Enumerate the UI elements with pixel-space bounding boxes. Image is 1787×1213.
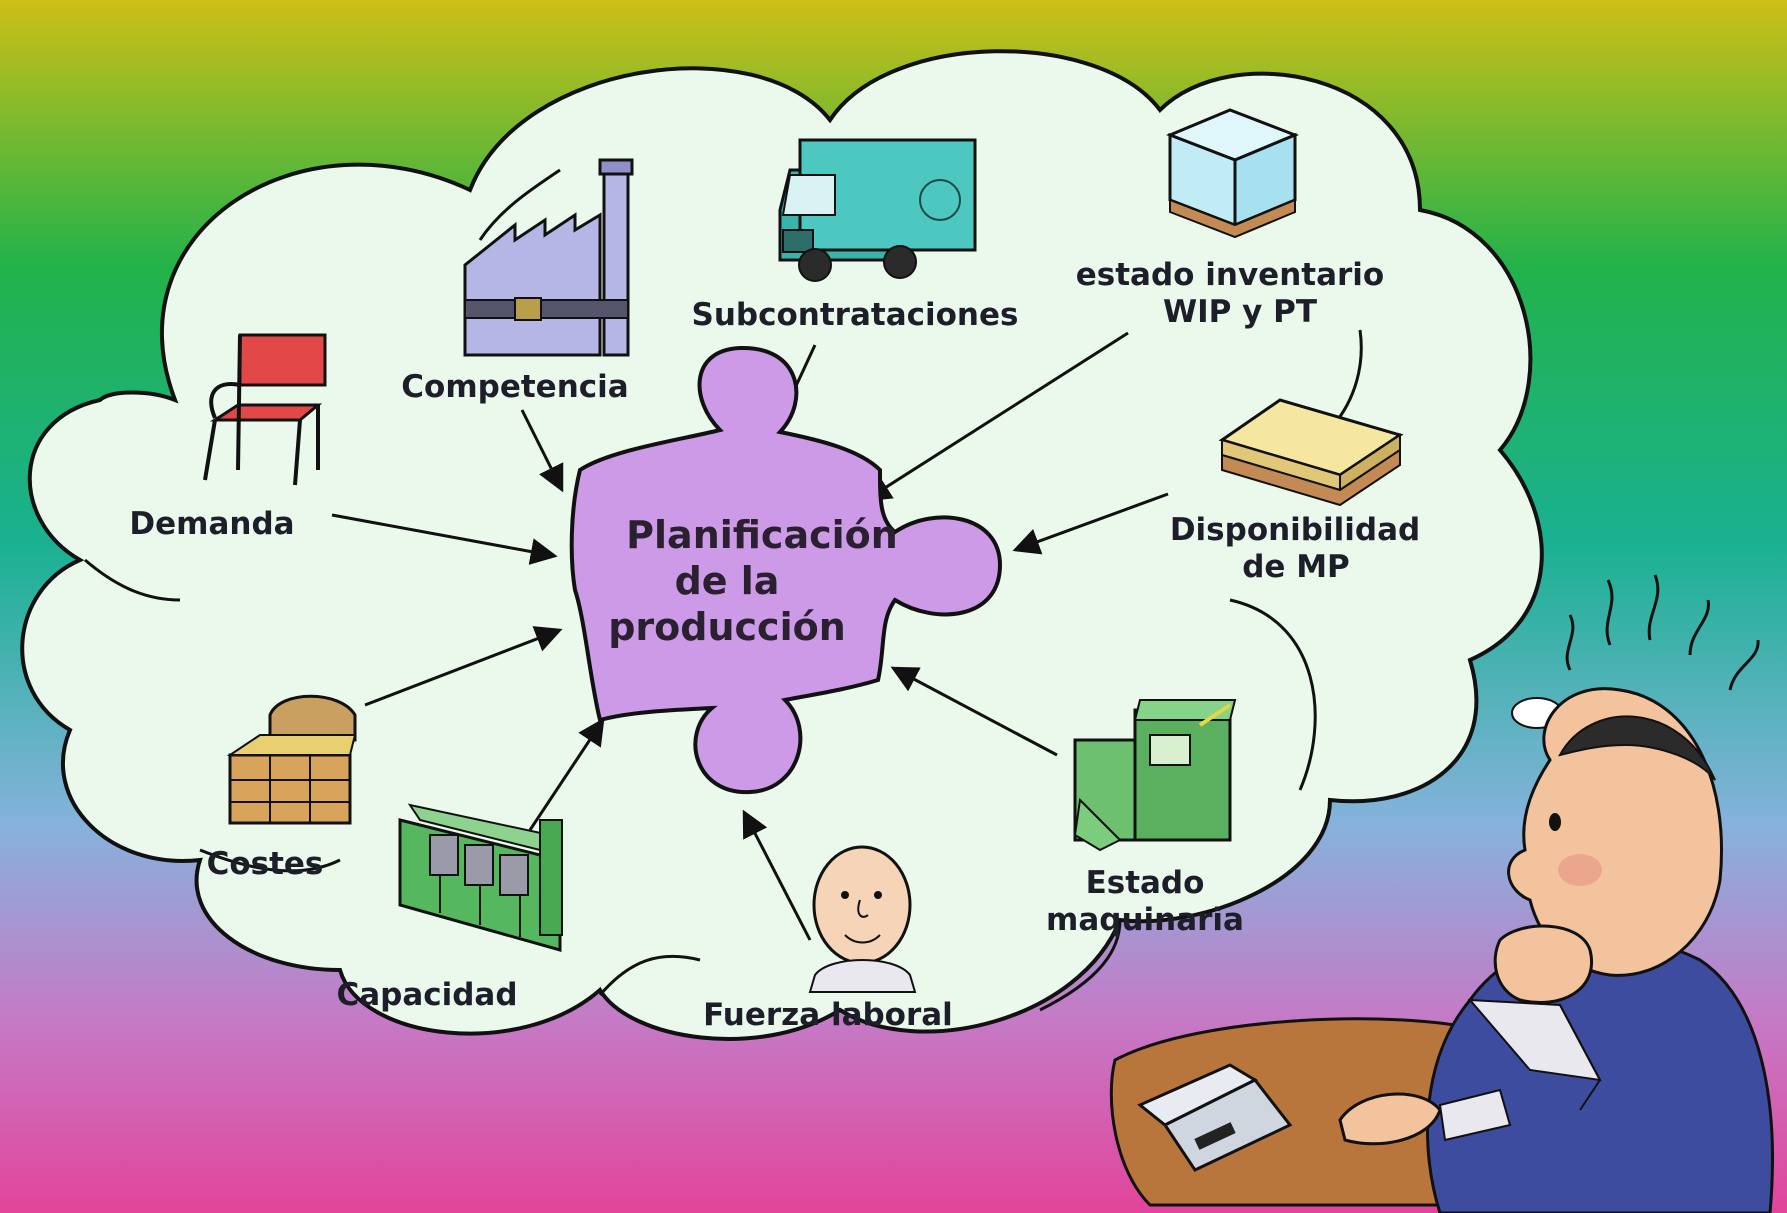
factory-icon	[463, 158, 634, 357]
production-line-icon	[398, 803, 563, 952]
center-line-2: de la	[675, 559, 780, 603]
label-costes: Costes	[207, 846, 324, 882]
labels: Competencia Subcontrataciones estado inv…	[129, 257, 1420, 1033]
label-disponibilidad-1: Disponibilidad	[1170, 512, 1420, 548]
worker-face-icon	[808, 845, 917, 993]
center-line-3: producción	[608, 605, 846, 649]
arrow-costes	[364, 626, 563, 707]
arrow-inventario	[863, 331, 1129, 502]
label-estado-maquinaria-2: maquinaria	[1046, 902, 1244, 938]
delivery-truck-icon	[778, 138, 977, 282]
arrow-estado-maquinaria	[890, 666, 1058, 757]
lumber-on-pallet-icon	[1218, 398, 1404, 507]
stress-lines-icon	[1565, 574, 1760, 691]
label-demanda: Demanda	[129, 506, 294, 542]
treasure-chest-icon	[226, 694, 357, 825]
label-subcontrataciones: Subcontrataciones	[692, 297, 1019, 333]
label-capacidad: Capacidad	[336, 977, 517, 1013]
puzzle-piece: Planificación de la producción	[569, 345, 1003, 795]
label-disponibilidad-2: de MP	[1242, 549, 1350, 585]
label-inventario-1: estado inventario	[1076, 257, 1384, 293]
label-competencia: Competencia	[401, 369, 628, 405]
center-line-1: Planificación	[626, 513, 898, 557]
arrow-capacidad	[528, 717, 605, 831]
laptop-icon	[1137, 1063, 1293, 1172]
box-on-pallet-icon	[1165, 108, 1300, 239]
label-estado-maquinaria-1: Estado	[1086, 865, 1205, 901]
arrow-fuerza-laboral	[742, 809, 812, 941]
label-inventario-2: WIP y PT	[1163, 294, 1317, 330]
label-fuerza-laboral: Fuerza laboral	[703, 997, 953, 1033]
arrow-competencia	[520, 409, 564, 493]
thinking-man-icon	[1338, 574, 1774, 1213]
arrow-demanda	[331, 513, 558, 565]
machine-icon	[1073, 699, 1237, 852]
arrow-disponibilidad	[1012, 492, 1169, 555]
chair-icon	[203, 333, 327, 486]
